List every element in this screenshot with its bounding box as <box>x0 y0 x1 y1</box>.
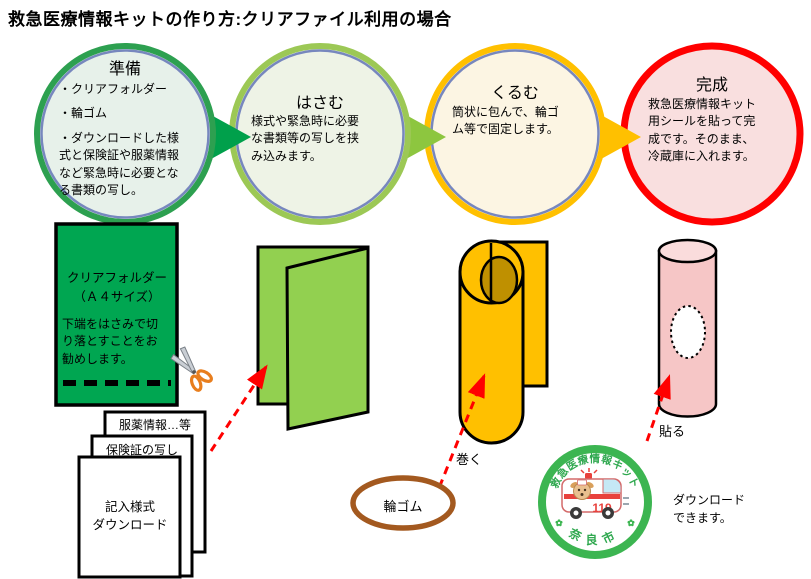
roll-label: 巻く <box>456 452 483 467</box>
deer-icon <box>570 479 594 500</box>
step-1-circle <box>34 43 216 225</box>
step-3-heading: くるむ <box>491 85 539 102</box>
step-4-heading: 完成 <box>695 77 728 94</box>
rubber-band-shape <box>350 475 456 531</box>
step-1-bullet: ・ダウンロードした様式と保険証や服薬情報など緊急時に必要となる書類の写し。 <box>59 130 180 197</box>
clear-folder-note: 下端をはさみで切り落とすことをお勧めします。 <box>62 317 159 366</box>
download-note: ダウンロード できます。 <box>673 493 746 525</box>
flower-icon <box>627 519 635 527</box>
kit-sticker-badge: 救急医療情報キット 奈良市 1 <box>538 445 652 559</box>
page-title: 救急医療情報キットの作り方:クリアファイル利用の場合 <box>8 10 452 29</box>
insert-arrow <box>209 364 268 452</box>
paper-back-label: 服薬情報…等 <box>118 418 191 432</box>
step-4-body: 救急医療情報キット用シールを貼って完成です。そのまま、冷蔵庫に入れます。 <box>648 97 757 164</box>
step-1-heading: 準備 <box>108 61 141 78</box>
finished-kit-tube <box>657 238 718 418</box>
paper-front-label: 記入様式 ダウンロード <box>92 500 168 533</box>
stick-arrow <box>645 374 671 442</box>
step-1-bullet: ・輪ゴム <box>59 106 108 121</box>
rubber-band-label: 輪ゴム <box>383 499 423 514</box>
stick-label: 貼る <box>659 424 686 439</box>
step-2-body: 様式や緊急時に必要な書類等の写しを挟み込みます。 <box>251 114 360 163</box>
rolled-file-shape <box>458 239 549 445</box>
flower-icon <box>555 519 563 527</box>
paper-stack <box>77 410 207 579</box>
step-1-bullet: ・クリアフォルダー <box>59 82 168 96</box>
paper-middle-label: 保険証の写し <box>105 443 178 457</box>
step-3-body: 筒状に包んで、輪ゴム等で固定します。 <box>452 105 559 137</box>
ambulance-icon: 119 <box>561 468 629 519</box>
scissors-icon <box>170 346 213 392</box>
sticker-placeholder-oval <box>670 305 706 359</box>
roll-arrow <box>427 373 486 514</box>
clear-folder-shape <box>54 222 179 407</box>
step-1-body: ・クリアフォルダー ・輪ゴム ・ダウンロードした様式と保険証や服薬情報など緊急時… <box>59 81 187 206</box>
paper-front <box>77 455 182 579</box>
clear-folder-label: クリアフォルダー （Ａ４サイズ） <box>66 271 167 304</box>
folded-file-shape <box>256 245 370 431</box>
step-2-heading: はさむ <box>295 95 344 112</box>
